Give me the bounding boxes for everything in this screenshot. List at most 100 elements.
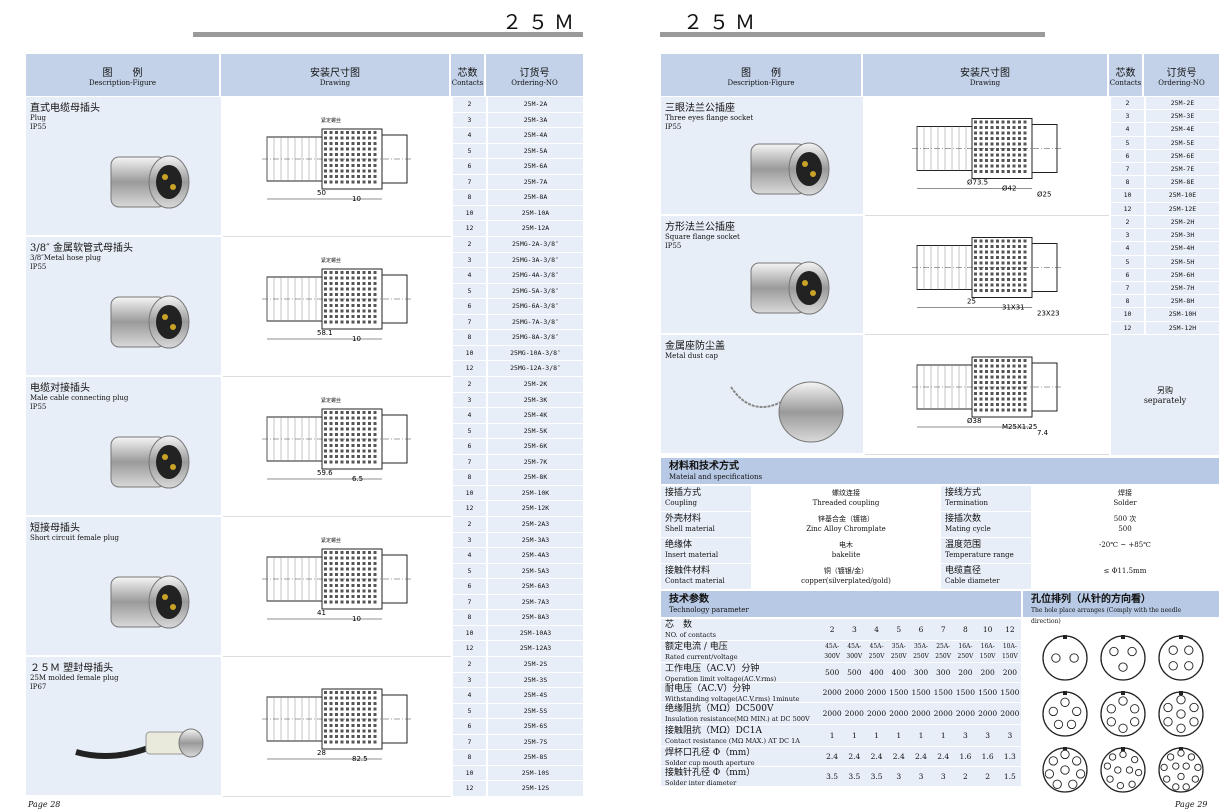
product-name-en: Male cable connecting plug (30, 394, 129, 402)
tech-value: 1500 (933, 687, 953, 697)
dimension-label: Ø73.5 (967, 179, 988, 187)
tech-key: 接触针孔径 Φ（mm）Solder inter diameter (661, 767, 821, 787)
hdr-ct-en: Contacts (451, 78, 484, 87)
tech-value: 400 (869, 667, 884, 677)
contact-count: 5 (1111, 255, 1144, 268)
val-cn: -20℃ ~ +85℃ (1098, 541, 1152, 549)
tech-value: 3.5 (870, 771, 883, 781)
photo-wrap (71, 692, 221, 787)
contact-count: 8 (453, 470, 486, 485)
holes-title: 孔位排列（从针的方向看） The hole place arranges (Co… (1023, 591, 1219, 625)
dimension-label: 23X23 (1037, 310, 1060, 318)
order-number: 25M-8A (486, 190, 583, 205)
contact-count: 10 (453, 205, 486, 220)
left-page-title: ２５Ｍ (502, 10, 580, 34)
order-number: 25M-12A3 (486, 641, 583, 656)
product-photo (110, 155, 190, 209)
key-cn: 接插次数 (945, 514, 982, 524)
product-name-en: Square flange socket (665, 233, 740, 241)
hole-layout-12 (1158, 747, 1204, 793)
left-footer: Page 28 (28, 800, 61, 809)
product-name-en: Plug (30, 114, 46, 122)
tech-value: 2.4 (848, 751, 861, 761)
hole-layout-6 (1100, 691, 1146, 737)
material-value: 锌基合金（镀铬）Zinc Alloy Chromplate (751, 512, 941, 537)
tech-value: 400 (891, 667, 906, 677)
contact-count: 10 (1111, 189, 1144, 202)
val-cn: ≤ Φ11.5mm (1103, 567, 1147, 575)
right-footer: Page 29 (1175, 800, 1208, 809)
tech-value: 1.5 (1003, 771, 1016, 781)
order-number: 25M-2E (1144, 97, 1219, 110)
tech-value: 3 (985, 730, 991, 740)
contact-count: 4 (453, 688, 486, 703)
tech-value: 3 (963, 730, 968, 740)
ip-rating: IP55 (30, 263, 47, 271)
ip-rating: IP55 (30, 123, 47, 131)
tech-value: 3 (851, 624, 857, 634)
lock-screw-label: 紧定螺丝 (321, 398, 342, 404)
contact-count: 10 (453, 485, 486, 500)
tech-value: 10 (982, 624, 993, 634)
tech-value: 5 (896, 624, 902, 634)
tech-value: 35A-250V (890, 642, 907, 660)
hole-layout-4 (1158, 635, 1204, 681)
contact-count: 8 (1111, 176, 1144, 189)
product-name-cn: 电缆对接插头 (30, 383, 90, 394)
key-en: Coupling (665, 499, 698, 507)
hole-layout-8 (1042, 747, 1088, 793)
hdr-ct-en-r: Contacts (1109, 78, 1142, 87)
contact-count: 12 (453, 781, 486, 796)
contact-count: 8 (1111, 295, 1144, 308)
tech-key-en: Insulation resistance(MΩ MIN.) at DC 500… (665, 715, 810, 723)
order-number: 25M-7A3 (486, 594, 583, 609)
material-value: 铜（镀银/金）copper(silverplated/gold) (751, 564, 941, 589)
order-number: 25MG-4A-3/8″ (486, 268, 583, 283)
tech-value: 2 (963, 771, 968, 781)
hdr-ct-cn: 芯数 (457, 67, 478, 79)
tech-value: 1500 (889, 687, 909, 697)
tech-value: 1 (940, 730, 946, 740)
photo-wrap (711, 119, 861, 214)
order-number: 25M-5H (1144, 255, 1219, 268)
key-en: Termination (945, 499, 988, 507)
product-name-cn: ２５Ｍ 塑封母插头 (30, 663, 114, 674)
val-en: 500 (1118, 525, 1132, 533)
contact-count: 4 (1111, 242, 1144, 255)
contact-count: 5 (1111, 136, 1144, 149)
